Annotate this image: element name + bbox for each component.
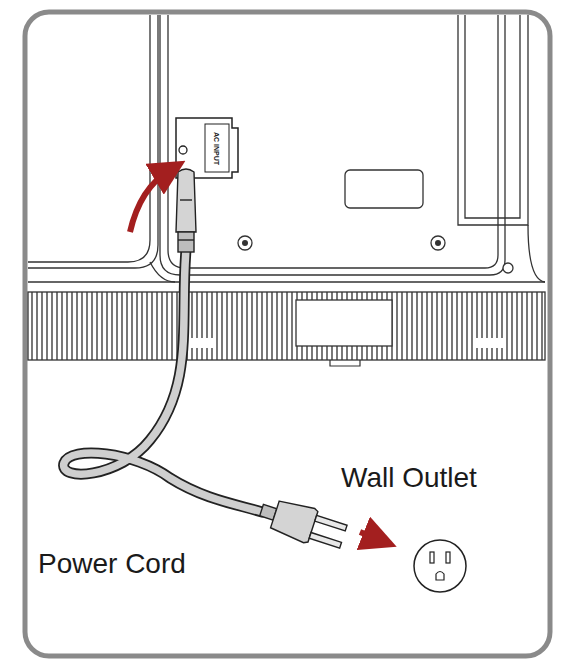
tv-back <box>28 15 545 282</box>
panel-screw <box>179 146 187 154</box>
part-label: Wall Outlet <box>341 464 477 492</box>
stand-tab <box>330 360 360 366</box>
grille-opening <box>296 300 392 346</box>
grille-slot <box>476 338 504 348</box>
cord-connector <box>176 169 196 252</box>
port-label: AC INPUT <box>214 131 221 164</box>
plug-arrow <box>360 532 380 540</box>
speaker-grille <box>28 292 545 360</box>
screws <box>238 236 513 273</box>
grille-slot <box>186 338 214 348</box>
wall-plug <box>256 493 349 554</box>
insert-arrow <box>130 170 170 232</box>
power-cord <box>64 250 262 512</box>
frame <box>25 12 550 656</box>
wall-outlet <box>414 540 466 592</box>
ac-input-socket <box>205 124 229 172</box>
part-label: Power Cord <box>38 550 186 578</box>
